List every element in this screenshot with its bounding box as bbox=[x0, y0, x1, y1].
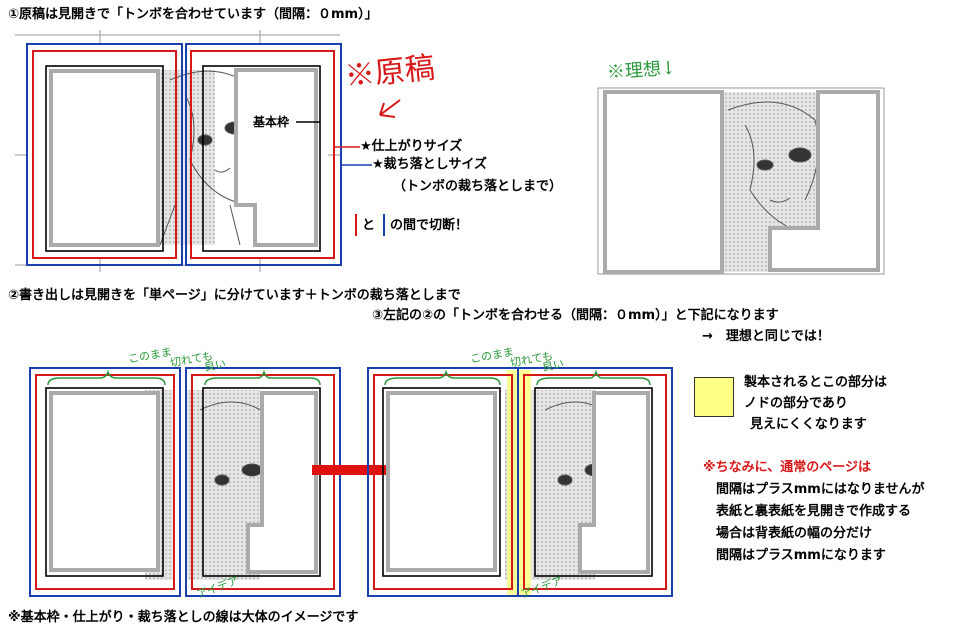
heading-section-3: ③左記の②の「トンボを合わせる（間隔：０mm）」と下記になります bbox=[372, 308, 779, 323]
note-line-4: 場合は背表紙の幅の分だけ bbox=[716, 526, 873, 541]
inner-panel-left bbox=[49, 69, 160, 247]
bleed-frame-right bbox=[185, 43, 342, 266]
label-cut-between: の間で切断！ bbox=[390, 218, 469, 233]
note-line-1: ※ちなみに、通常のページは bbox=[703, 460, 871, 475]
footer-note: ※基本枠・仕上がり・裁ち落としの線は大体のイメージです bbox=[8, 610, 359, 625]
note-line-3: 表紙と裏表紙を見開きで作成する bbox=[716, 504, 912, 519]
label-bleed-note: （トンボの裁ち落としまで） bbox=[393, 179, 563, 194]
heading-section-1: ①原稿は見開きで「トンボを合わせています（間隔：０mm）」 bbox=[8, 7, 378, 22]
finish-frame-left bbox=[32, 50, 177, 259]
heading-section-3-conclusion: → 理想と同じでは！ bbox=[702, 329, 830, 344]
split-spread-before bbox=[29, 367, 341, 597]
split-spread-after bbox=[367, 367, 673, 597]
note-line-5: 間隔はプラスmmになります bbox=[716, 548, 886, 563]
ideal-spread bbox=[597, 87, 885, 275]
label-cut-and: と bbox=[362, 218, 376, 233]
inner-panel-right bbox=[234, 68, 318, 247]
label-finish-size: ★仕上がりサイズ bbox=[360, 139, 463, 154]
basic-frame-right bbox=[202, 65, 321, 252]
finish-frame-right bbox=[190, 50, 335, 259]
binding-note-1: 製本されるとこの部分は bbox=[744, 375, 888, 390]
binding-note-3: 見えにくくなります bbox=[750, 417, 867, 432]
bleed-frame-left bbox=[26, 43, 183, 266]
heading-section-2: ②書き出しは見開きを「単ページ」に分けています＋トンボの裁ち落としまで bbox=[8, 288, 461, 303]
label-basic-frame: 基本枠 bbox=[253, 115, 290, 129]
basic-frame-left bbox=[45, 65, 164, 252]
binding-note-2: ノドの部分であり bbox=[744, 396, 848, 411]
note-line-2: 間隔はプラスmmにはなりませんが bbox=[716, 482, 925, 497]
original-spread bbox=[15, 30, 401, 272]
binding-color-swatch bbox=[694, 377, 734, 417]
hand-ok-right: 良い bbox=[541, 357, 565, 374]
label-bleed-size: ★裁ち落としサイズ bbox=[372, 157, 488, 172]
hand-ok-left: 良い bbox=[203, 357, 227, 374]
handwritten-ideal-label: ※理想↓ bbox=[606, 57, 677, 84]
